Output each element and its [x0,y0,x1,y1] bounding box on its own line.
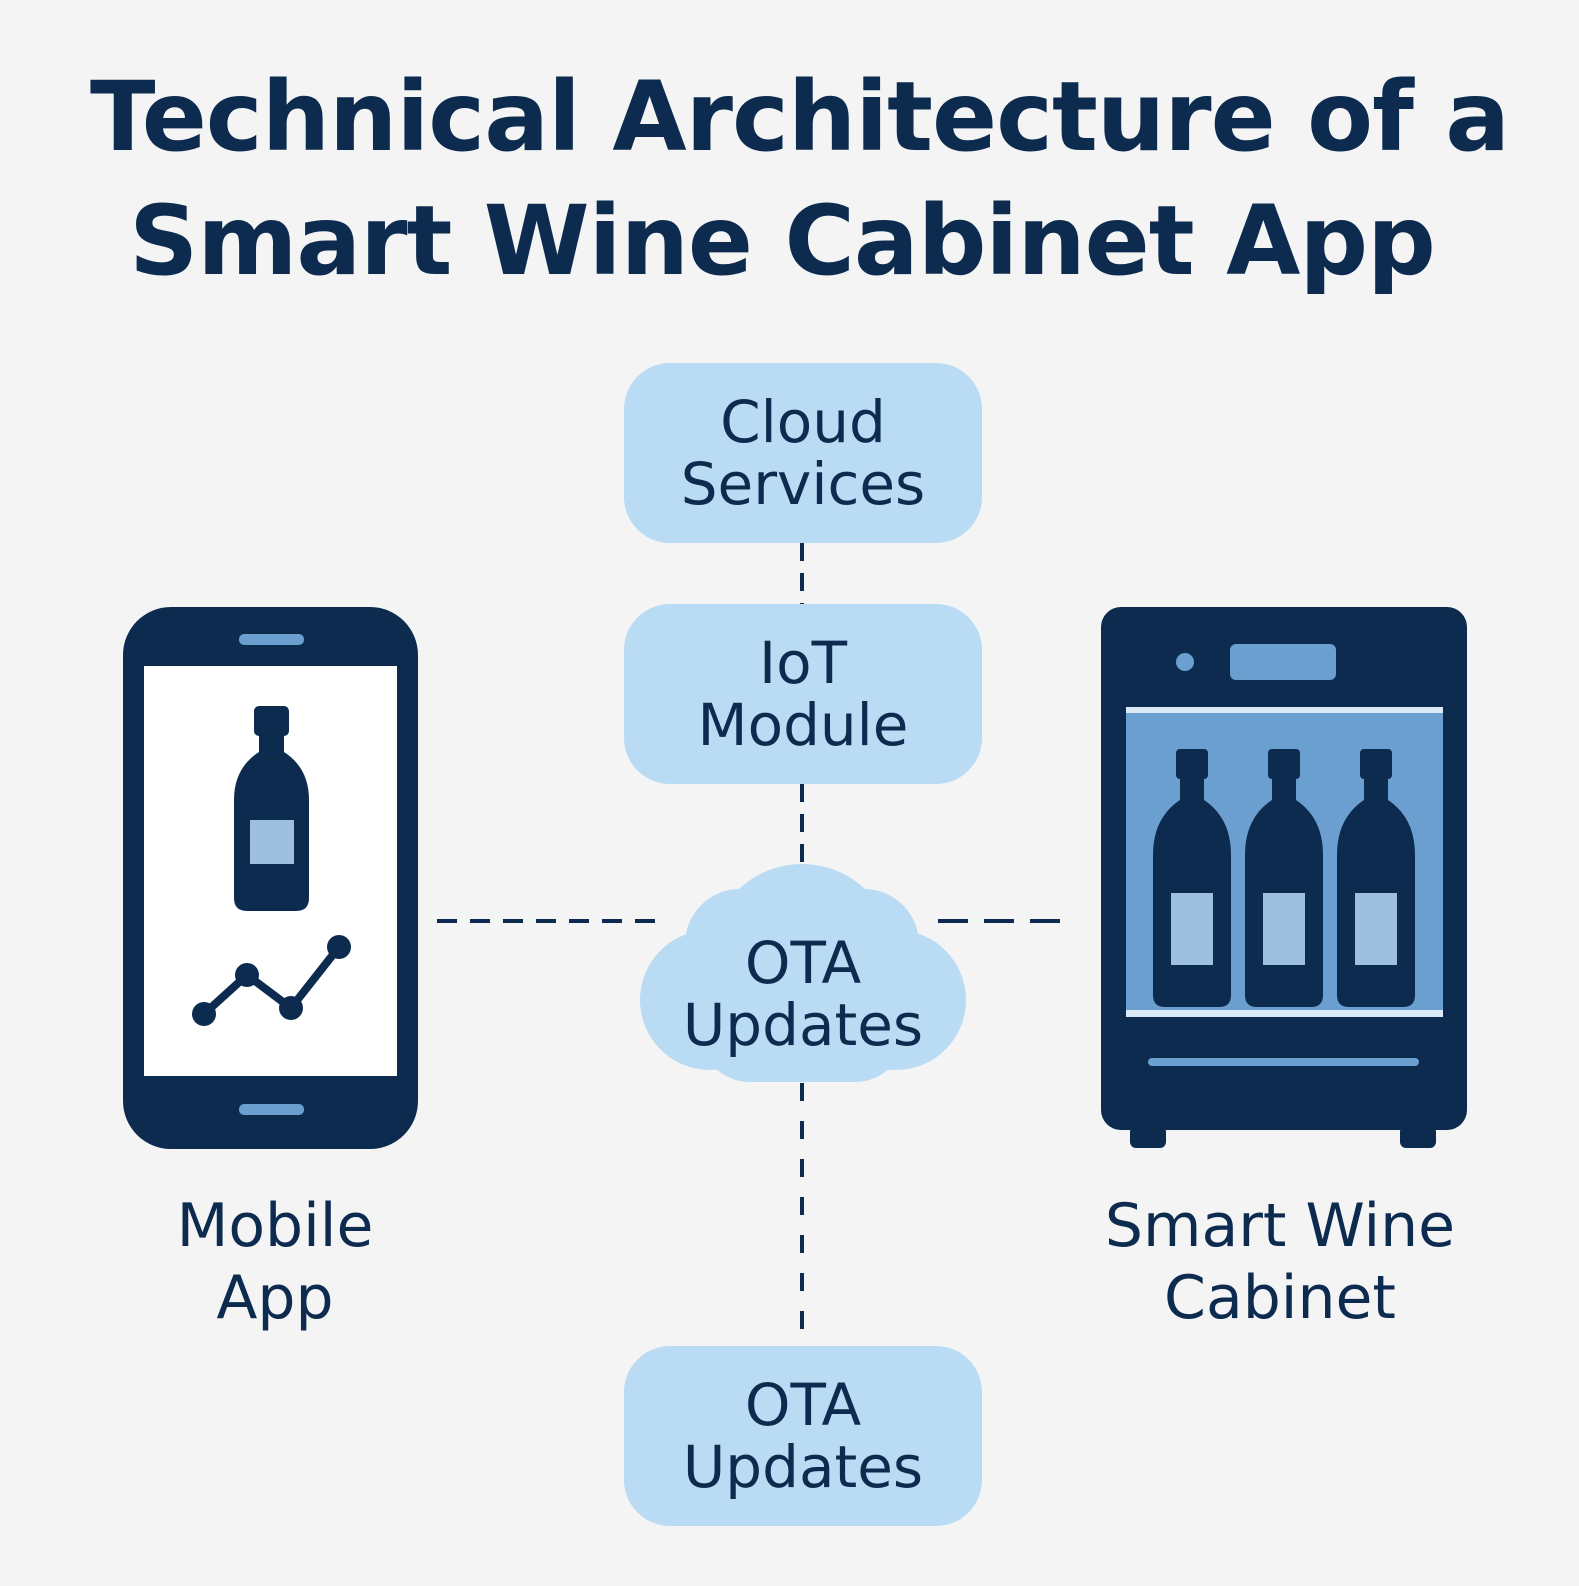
iot-module-node: IoT Module [624,604,982,784]
cloud-services-label-line-1: Cloud [720,388,886,456]
smart-wine-cabinet-caption-line-1: Smart Wine [1104,1191,1456,1261]
iot-module-label-line-1: IoT [758,629,848,697]
title-line-2: Smart Wine Cabinet App [129,185,1436,297]
cloud-shape [640,864,966,1082]
bottle-icon [234,706,309,911]
mobile-app-caption: Mobile App [120,1190,430,1334]
wine-cabinet-icon [1101,607,1467,1148]
cabinet-bottle-1 [1153,749,1231,1007]
cloud-services-node: Cloud Services [624,363,982,543]
cabinet-bottle-2 [1245,749,1323,1007]
cabinet-bottles [1153,749,1415,1007]
iot-module-label: IoT Module [698,632,909,756]
trend-chart-icon [192,935,351,1026]
mobile-app-caption-line-1: Mobile [176,1191,374,1261]
ota-updates-cloud-label-line-2: Updates [682,991,924,1059]
ota-updates-cloud-label: OTA Updates [632,932,974,1056]
cloud-services-label-line-2: Services [680,450,926,518]
cloud-services-label: Cloud Services [681,391,926,515]
ota-updates-node: OTA Updates [624,1346,982,1526]
title-line-1: Technical Architecture of a [89,61,1510,173]
ota-updates-cloud-label-line-1: OTA [744,929,862,997]
diagram-title: Technical Architecture of a Smart Wine C… [0,55,1579,303]
mobile-app-caption-line-2: App [216,1263,334,1333]
smart-wine-cabinet-caption: Smart Wine Cabinet [1080,1190,1480,1334]
connectors [437,543,1062,1346]
smart-wine-cabinet-caption-line-2: Cabinet [1164,1263,1396,1333]
iot-module-label-line-2: Module [697,691,909,759]
ota-updates-label: OTA Updates [683,1374,923,1498]
smartphone-icon [123,607,418,1149]
cabinet-bottle-3 [1337,749,1415,1007]
ota-updates-label-line-2: Updates [682,1433,924,1501]
ota-updates-label-line-1: OTA [744,1371,862,1439]
